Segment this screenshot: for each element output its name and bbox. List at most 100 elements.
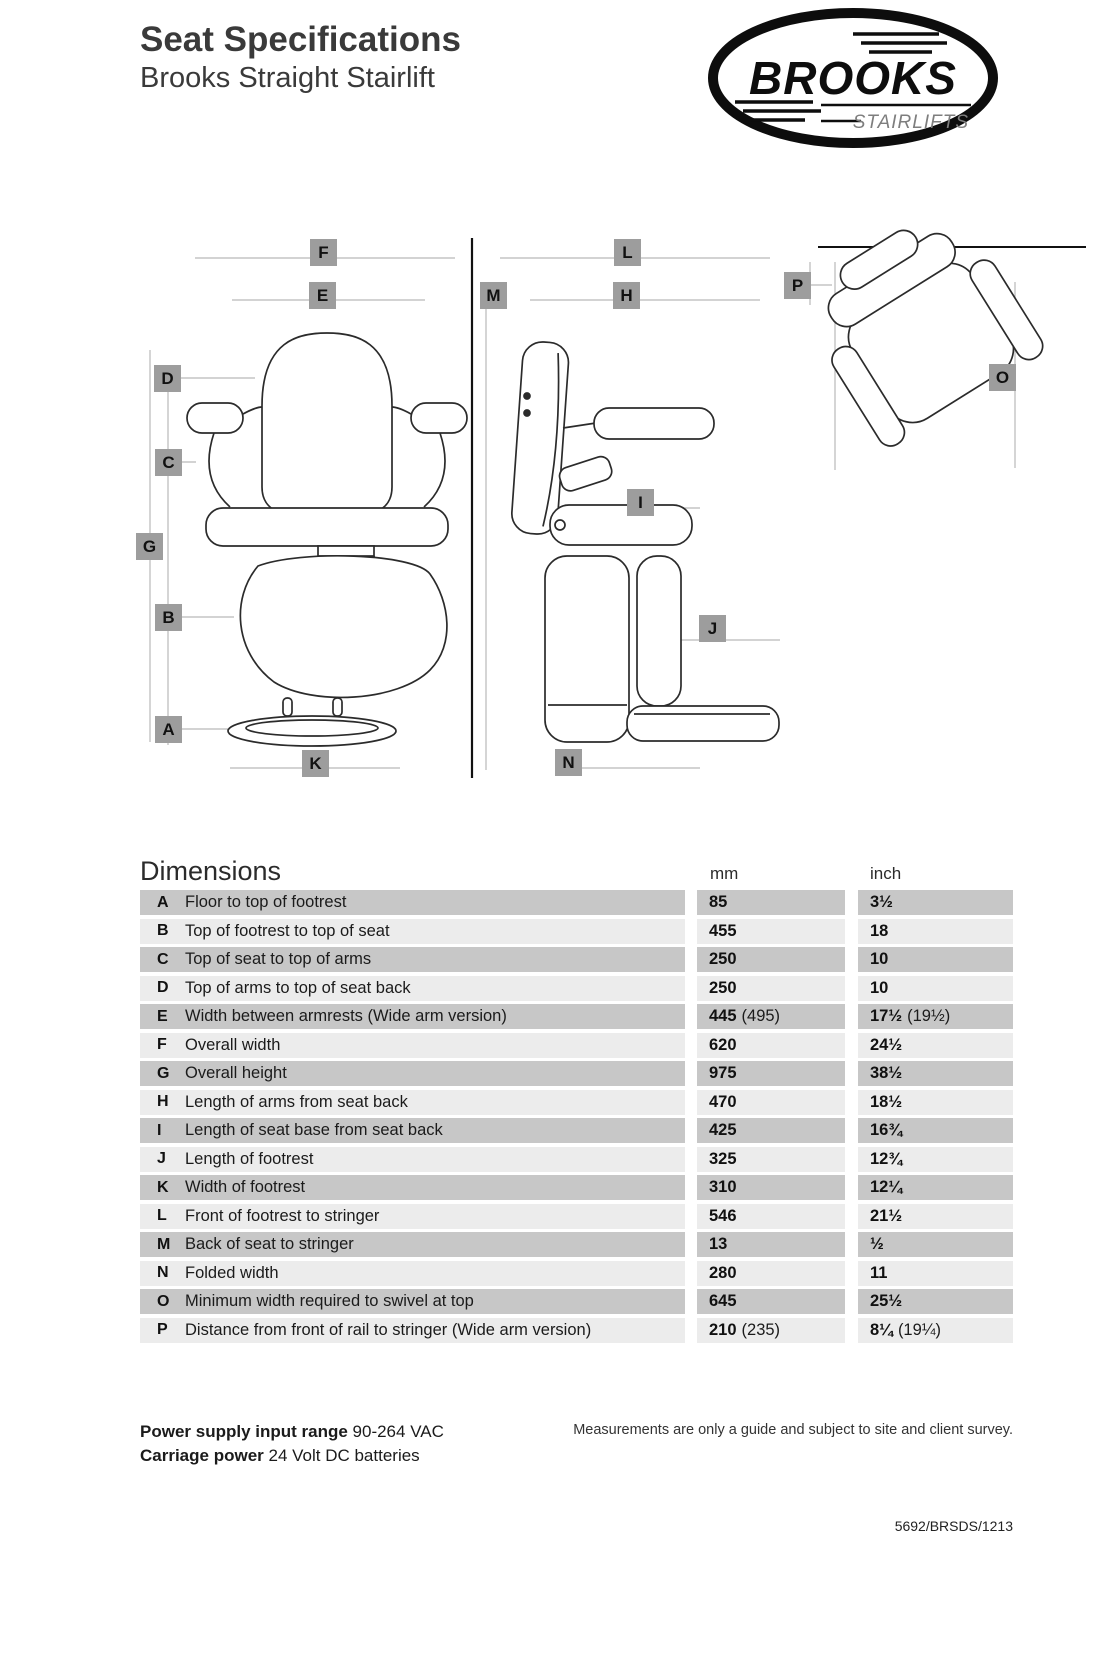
footrest-platform-inner — [245, 719, 379, 737]
row-desc: Length of footrest — [185, 1149, 314, 1168]
footrest-pin-right — [332, 697, 343, 717]
row-mm: 425 — [709, 1121, 737, 1139]
row-inch: 18 — [870, 921, 889, 940]
row-mm: 620 — [709, 1035, 737, 1054]
row-desc: Top of seat to top of arms — [185, 950, 372, 968]
row-mm: 13 — [709, 1235, 728, 1253]
table-row: B Top of footrest to top of seat 455 18 — [140, 918, 1013, 944]
row-mm: 210 — [709, 1320, 737, 1339]
brooks-wordmark: BROOKS — [749, 52, 957, 104]
dim-label-o: O — [989, 364, 1016, 391]
dim-label-e: E — [309, 282, 336, 309]
row-desc: Back of seat to stringer — [185, 1235, 354, 1253]
row-desc: Width between armrests (Wide arm version… — [185, 1007, 507, 1025]
row-letter: L — [157, 1207, 167, 1224]
row-desc: Overall width — [185, 1035, 281, 1054]
dim-label-g: G — [136, 533, 163, 560]
row-letter: E — [157, 1007, 168, 1025]
disclaimer-text: Measurements are only a guide and subjec… — [573, 1422, 1013, 1438]
footrest-side — [626, 705, 780, 742]
row-inch: 10 — [870, 950, 889, 968]
stairlift-line-art — [149, 229, 1086, 778]
row-inch: 12¾ — [870, 1149, 903, 1168]
armrest-side — [593, 407, 715, 440]
row-mm: 280 — [709, 1263, 737, 1282]
dim-label-l: L — [614, 239, 641, 266]
row-inch: 38½ — [870, 1064, 903, 1082]
seat-base-side — [549, 504, 693, 546]
row-inch: 24½ — [870, 1035, 903, 1054]
right-arm-top — [969, 259, 1044, 361]
brooks-logo: BROOKS STAIRLIFTS — [703, 4, 1003, 152]
dim-label-c: C — [155, 449, 182, 476]
carriage-side — [544, 555, 630, 743]
row-desc: Top of footrest to top of seat — [185, 921, 390, 940]
row-mm: 310 — [709, 1178, 737, 1196]
row-letter: D — [157, 979, 169, 996]
dim-label-a: A — [155, 716, 182, 743]
row-inch: 21½ — [870, 1206, 903, 1225]
row-mm: 250 — [709, 950, 737, 968]
side-view-chair — [510, 341, 780, 743]
backrest-side — [510, 341, 570, 535]
arm-supports — [208, 406, 446, 508]
power-supply-label: Power supply input range — [140, 1422, 348, 1441]
footrest-pin-left — [282, 697, 293, 717]
row-desc: Floor to top of footrest — [185, 893, 347, 911]
row-mm: 546 — [709, 1206, 737, 1225]
row-letter: C — [157, 950, 169, 968]
top-view-chair — [827, 229, 1044, 447]
row-mm: 455 — [709, 921, 737, 940]
brooks-logo-art: BROOKS STAIRLIFTS — [708, 8, 998, 148]
folded-seat-edge — [636, 555, 682, 707]
seat-cushion — [205, 507, 449, 547]
row-letter: I — [157, 1121, 162, 1139]
backrest — [261, 332, 393, 519]
dim-label-f: F — [310, 239, 337, 266]
page-subtitle: Brooks Straight Stairlift — [140, 62, 435, 94]
row-desc: Length of seat base from seat back — [185, 1121, 443, 1139]
dim-label-m: M — [480, 282, 507, 309]
row-inch: 11 — [870, 1263, 888, 1282]
right-armrest — [410, 402, 468, 434]
row-letter: J — [157, 1150, 166, 1167]
col-header-inch: inch — [870, 864, 902, 883]
row-desc: Length of arms from seat back — [185, 1092, 408, 1111]
stairlifts-tagline: STAIRLIFTS — [853, 112, 969, 133]
row-inch: 3½ — [870, 893, 893, 911]
row-letter: H — [157, 1093, 169, 1110]
row-inch: 25½ — [870, 1292, 903, 1310]
row-letter: P — [157, 1321, 168, 1338]
arm-hinge — [558, 455, 613, 492]
page-title: Seat Specifications — [140, 20, 461, 59]
row-letter: F — [157, 1036, 167, 1053]
row-mm: 445 — [709, 1007, 737, 1025]
dim-label-k: K — [302, 750, 329, 777]
seat-post-top — [317, 545, 375, 557]
row-inch: 16¾ — [870, 1121, 903, 1139]
dim-label-i: I — [627, 489, 654, 516]
carriage-body — [239, 554, 448, 699]
row-letter: B — [157, 922, 169, 939]
dim-label-j: J — [699, 615, 726, 642]
row-inch: 10 — [870, 978, 889, 997]
front-view-chair — [186, 332, 468, 747]
row-desc: Folded width — [185, 1263, 279, 1282]
dim-label-n: N — [555, 749, 582, 776]
row-desc: Minimum width required to swivel at top — [185, 1292, 474, 1310]
row-desc: Width of footrest — [185, 1178, 306, 1196]
row-letter: G — [157, 1064, 170, 1082]
headrest-top — [839, 229, 919, 290]
row-inch: 17½ — [870, 1007, 903, 1025]
row-mm: 85 — [709, 893, 728, 911]
